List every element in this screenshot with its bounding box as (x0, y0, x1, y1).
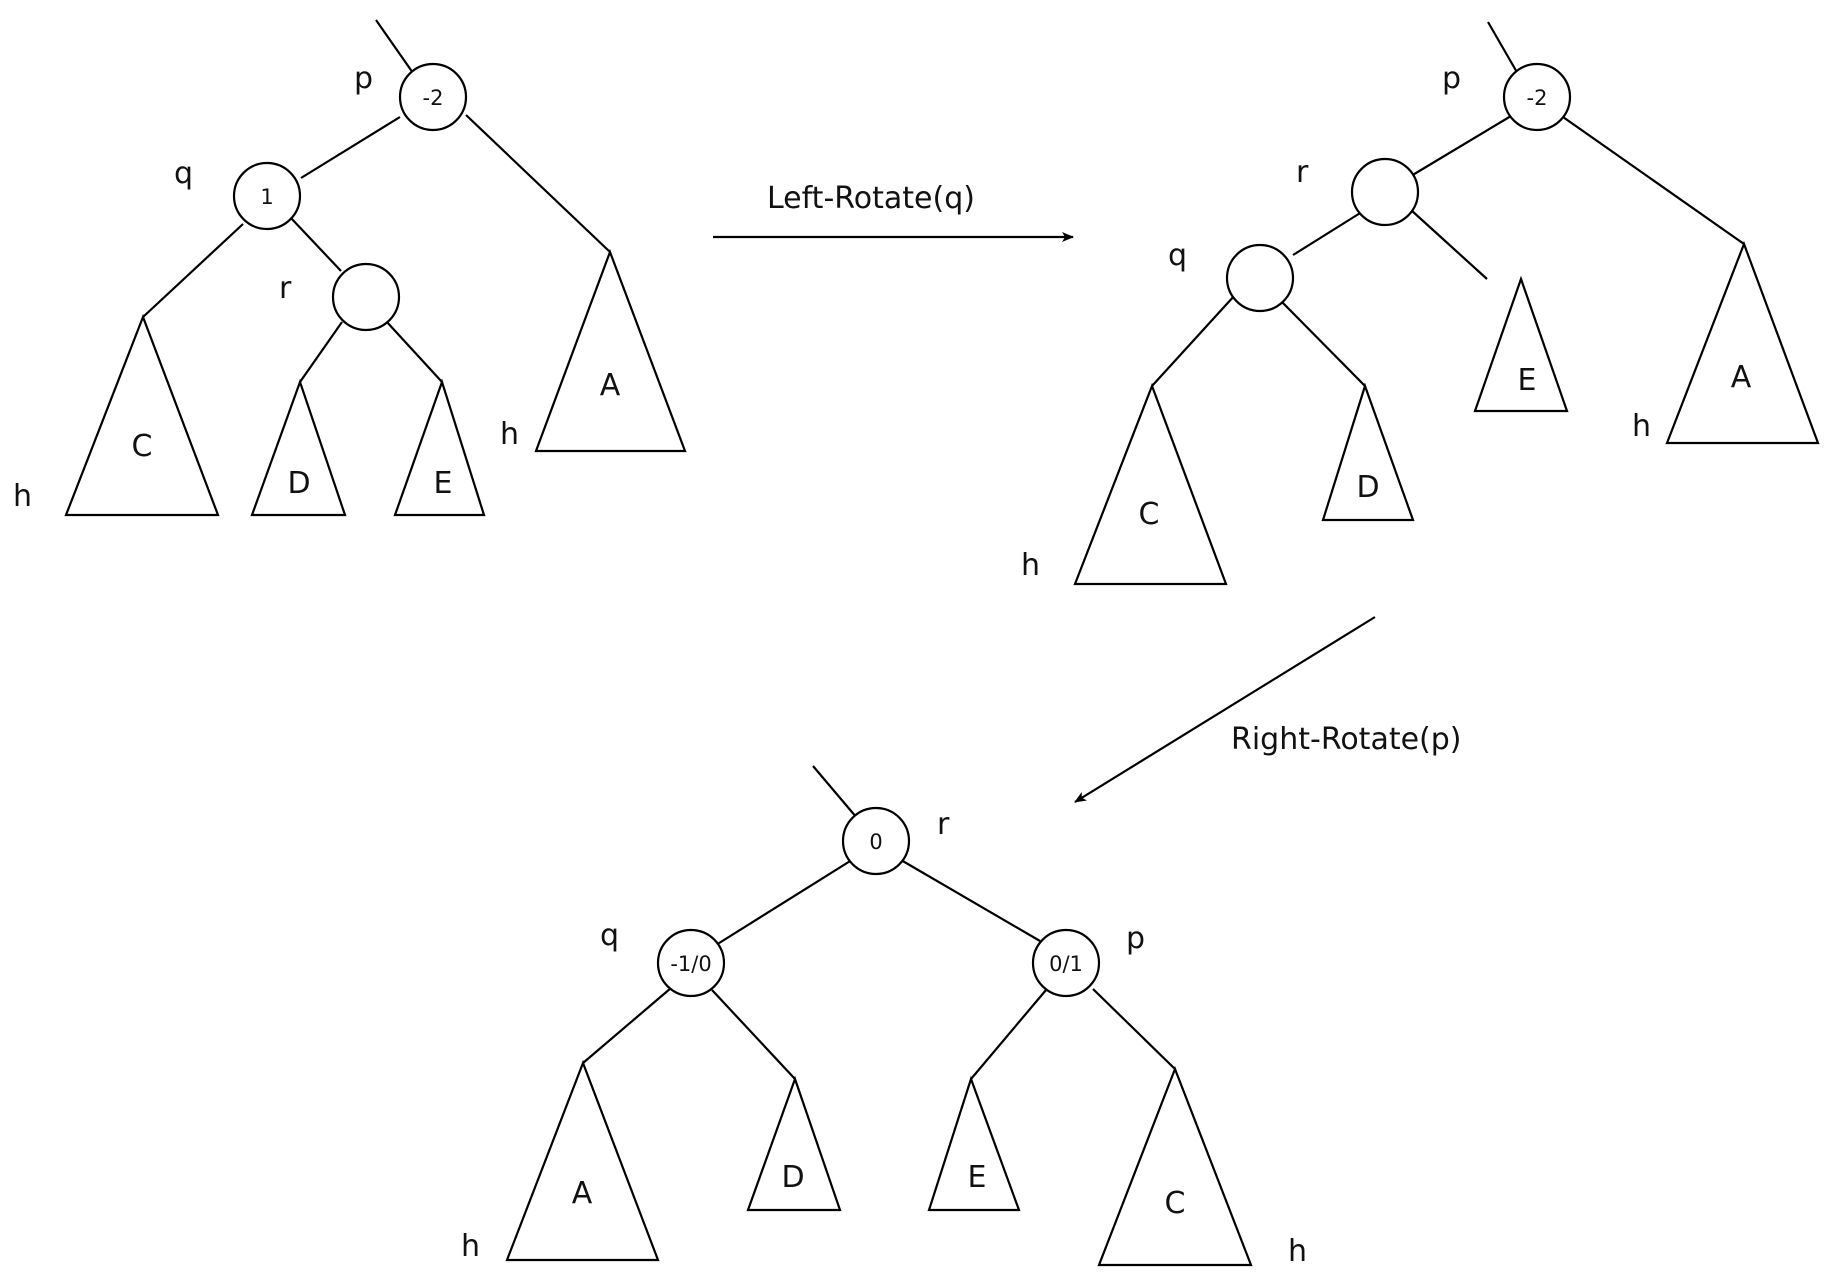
subtree-A (505, 1059, 660, 1262)
tree-before: C D E A -2 1 p q r h h (13, 19, 687, 517)
subtree-C (1073, 382, 1228, 586)
label-p: p (354, 61, 373, 96)
node-p (1031, 928, 1101, 998)
edge-q-D (711, 989, 796, 1080)
node-q (656, 928, 726, 998)
subtree-E-label: E (1518, 363, 1537, 398)
subtree-A (1665, 240, 1820, 445)
edge-r-E (385, 320, 443, 383)
tree-after-left-rotate: E A C D -2 p r q h h (1021, 21, 1820, 586)
subtree-C (1097, 1065, 1253, 1267)
subtree-A-label: A (600, 368, 621, 403)
label-height-C: h (13, 479, 32, 514)
edge-q-C (1151, 294, 1236, 387)
label-q: q (600, 918, 619, 953)
operation-right-rotate: Right-Rotate(p) (1074, 616, 1462, 803)
node-q-balance: -1/0 (670, 952, 711, 976)
subtree-A (534, 248, 687, 453)
edge-q-D (1281, 301, 1366, 387)
edge-p-A (465, 114, 611, 253)
subtree-E (393, 378, 486, 517)
node-q-balance: 1 (260, 185, 273, 209)
subtree-D-label: D (287, 466, 310, 501)
node-p-balance: 0/1 (1049, 952, 1083, 976)
subtree-C-label: C (1139, 497, 1160, 532)
label-height-C: h (1021, 548, 1040, 583)
label-r: r (937, 807, 950, 842)
edge-r-q (1292, 209, 1366, 256)
node-r (1350, 157, 1420, 227)
tree-after-right-rotate: A D E C 0 -1/0 0/1 r q p h h (461, 765, 1307, 1269)
subtree-C-label: C (1165, 1186, 1186, 1221)
subtree-D-label: D (1356, 470, 1379, 505)
operation-left-rotate: Left-Rotate(q) (713, 181, 1074, 242)
subtree-A-label: A (1731, 360, 1752, 395)
edge-q-A (582, 987, 672, 1064)
edge-p-A (1562, 116, 1745, 245)
label-height-A: h (461, 1229, 480, 1264)
label-p: p (1442, 61, 1461, 96)
subtree-D (1321, 382, 1415, 522)
subtree-D (250, 378, 347, 517)
left-rotate-label: Left-Rotate(q) (767, 181, 975, 216)
subtree-A-label: A (572, 1176, 593, 1211)
edge-r-p (900, 859, 1041, 942)
label-p: p (1126, 921, 1145, 956)
label-height-A: h (500, 417, 519, 452)
right-rotate-label: Right-Rotate(p) (1231, 722, 1462, 757)
label-r: r (279, 271, 292, 306)
edge-r-E (1410, 209, 1488, 280)
right-rotate-arrow (1074, 616, 1376, 803)
node-r (841, 806, 911, 876)
subtree-E (1473, 275, 1569, 413)
subtree-E-label: E (434, 466, 453, 501)
subtree-E-label: E (968, 1160, 987, 1195)
edge-q-r (289, 216, 342, 272)
node-r-balance: 0 (869, 830, 882, 854)
node-q (1225, 243, 1295, 313)
label-q: q (1168, 238, 1187, 273)
subtree-C (64, 313, 220, 517)
label-r: r (1296, 155, 1309, 190)
label-q: q (174, 156, 193, 191)
label-height-A: h (1632, 409, 1651, 444)
subtree-D-label: D (781, 1160, 804, 1195)
edge-p-C (1092, 988, 1176, 1070)
label-height-C: h (1288, 1234, 1307, 1269)
edge-r-q (715, 857, 856, 946)
subtree-D (746, 1075, 842, 1212)
node-r (331, 262, 401, 332)
node-p-balance: -2 (1527, 86, 1548, 110)
node-p-balance: -2 (423, 86, 444, 110)
node-p (398, 62, 468, 132)
edge-p-E (970, 989, 1047, 1080)
edge-parent-r (812, 765, 858, 819)
edge-p-q (300, 116, 401, 179)
node-p (1502, 62, 1572, 132)
edge-q-C (142, 223, 244, 318)
subtree-E (927, 1075, 1021, 1212)
edge-r-D (299, 321, 343, 383)
edge-p-r (1410, 115, 1512, 177)
node-q (232, 161, 302, 231)
subtree-C-label: C (132, 429, 153, 464)
